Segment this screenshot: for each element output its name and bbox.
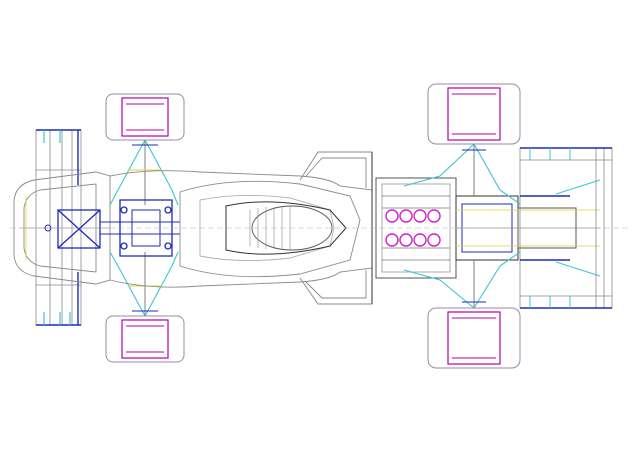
- front-wing: [35, 129, 82, 326]
- rear-right-wheel: [427, 307, 521, 369]
- front-right-wheel: [105, 315, 185, 363]
- engine-cylinders: [385, 209, 441, 247]
- front-left-wheel: [105, 93, 185, 141]
- sidepods: [299, 151, 373, 305]
- body-outline: [109, 170, 373, 288]
- rear-wing: [519, 147, 613, 309]
- rear-left-wheel: [427, 83, 521, 145]
- front-suspension: [109, 139, 179, 317]
- rear-suspension: [403, 143, 601, 309]
